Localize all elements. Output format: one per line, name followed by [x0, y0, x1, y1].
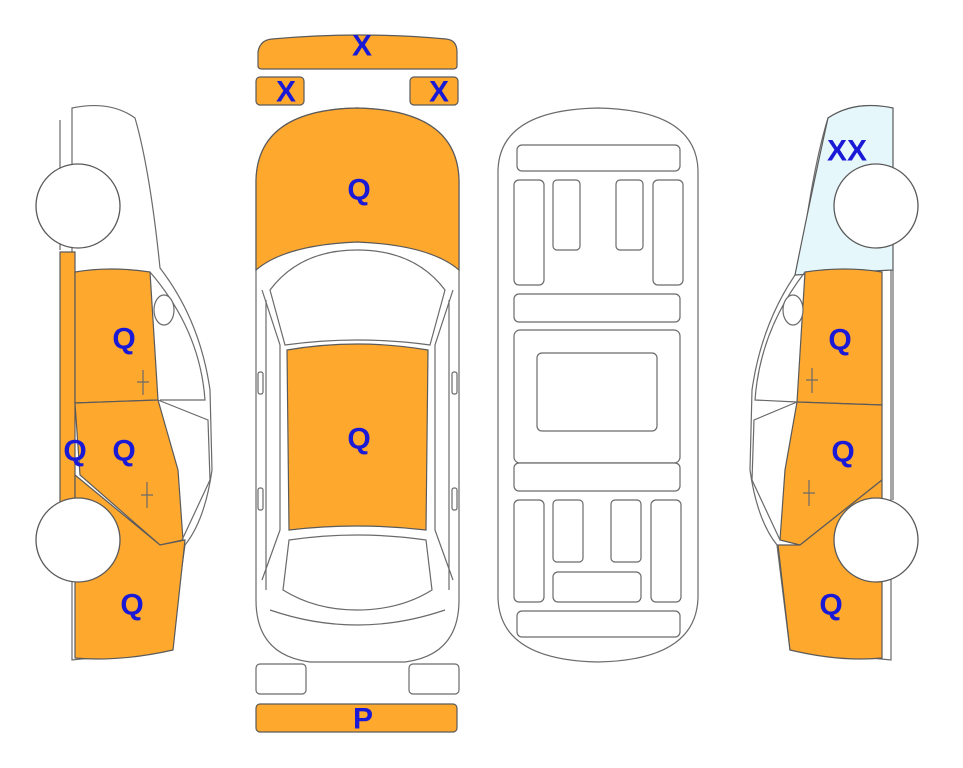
right-window-b — [751, 401, 798, 541]
left-side-view — [35, 104, 213, 661]
underbody-center-pan — [536, 352, 658, 432]
right-door-handle-rear — [803, 480, 815, 506]
left-window-a — [149, 271, 206, 401]
underbody-frame-3 — [652, 179, 684, 286]
underbody-frame-9 — [513, 499, 545, 603]
underbody-frame-4 — [552, 179, 581, 251]
rear-window — [282, 534, 433, 611]
left-rear-wheel — [35, 497, 121, 583]
underbody-frame-6 — [513, 293, 681, 323]
code-right-rear-door: Q — [831, 436, 854, 469]
underbody-frame-13 — [552, 571, 642, 603]
underbody-view — [497, 107, 699, 663]
left-mirror-side — [153, 294, 175, 326]
left-rear-handle — [257, 487, 264, 511]
code-roof: Q — [347, 423, 370, 456]
code-right-front-fender: XX — [827, 135, 867, 168]
underbody-frame-8 — [513, 462, 681, 492]
right-window-a — [754, 271, 806, 403]
hood-panel[interactable] — [255, 107, 460, 272]
damage-codes: X X X Q Q P Q Q Q Q XX Q Q Q — [63, 30, 867, 736]
right-front-door-panel[interactable] — [796, 268, 883, 406]
code-left-rear-door: Q — [112, 435, 135, 468]
left-mirror — [257, 371, 264, 395]
code-front-right-corner: X — [429, 76, 449, 109]
code-left-rear-quarter: Q — [120, 589, 143, 622]
code-rear-bumper: P — [353, 703, 373, 736]
rear-left-corner — [255, 663, 307, 695]
code-left-front-door: Q — [112, 323, 135, 356]
code-front-bumper: X — [352, 30, 372, 63]
underbody-frame-2 — [513, 179, 545, 286]
code-front-left-corner: X — [276, 76, 296, 109]
right-mirror-side — [782, 294, 804, 326]
rear-right-corner — [408, 663, 460, 695]
right-side-view — [749, 104, 919, 661]
right-door-handle-front — [806, 368, 818, 393]
left-door-handle-front — [137, 370, 149, 395]
right-rear-handle — [451, 487, 458, 511]
left-door-handle-rear — [141, 482, 153, 508]
right-rear-wheel — [833, 497, 919, 583]
underbody-frame-1 — [516, 144, 681, 172]
underbody-frame-12 — [610, 499, 642, 563]
code-hood: Q — [347, 174, 370, 207]
code-right-front-door: Q — [828, 324, 851, 357]
front-bumper-panel[interactable] — [257, 34, 458, 70]
front-left-corner-panel[interactable] — [255, 76, 305, 106]
right-side-glass — [434, 289, 454, 581]
left-front-door-panel[interactable] — [74, 268, 159, 404]
left-front-wheel — [35, 163, 121, 249]
underbody-frame-10 — [650, 499, 682, 603]
roof-panel[interactable] — [286, 343, 429, 531]
trunk-line — [269, 609, 446, 626]
left-window-b — [157, 399, 211, 541]
underbody-frame-5 — [615, 179, 644, 251]
top-view — [255, 34, 460, 733]
right-front-wheel — [833, 163, 919, 249]
code-left-sill: Q — [63, 435, 86, 468]
windshield — [269, 249, 446, 346]
rear-bumper-panel[interactable] — [255, 703, 458, 733]
underbody-frame-11 — [552, 499, 584, 563]
left-side-glass — [261, 289, 281, 581]
right-mirror — [451, 371, 458, 395]
code-right-rear-quarter: Q — [819, 589, 842, 622]
underbody-frame-14 — [516, 610, 681, 638]
front-right-corner-panel[interactable] — [409, 76, 459, 106]
